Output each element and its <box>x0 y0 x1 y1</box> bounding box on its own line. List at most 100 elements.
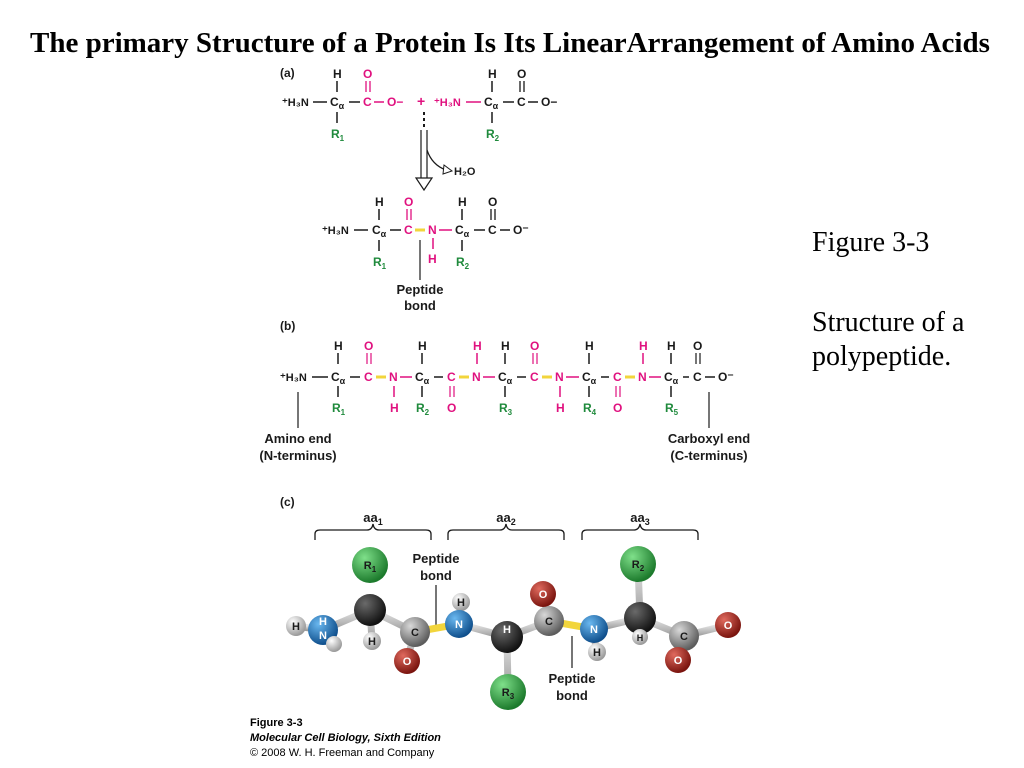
dp-amide-h: H <box>428 252 437 266</box>
water-label: H₂O <box>454 166 476 178</box>
brace-aa3 <box>581 523 699 540</box>
svg-text:N: N <box>455 619 463 631</box>
svg-text:C: C <box>680 631 688 643</box>
brace-aa2 <box>447 523 565 540</box>
svg-text:H: H <box>637 633 644 643</box>
reaction-arrow-icon <box>414 177 434 192</box>
dp-carbonyl-c: C <box>404 223 413 237</box>
peptide-bond-label-c2-2: bond <box>556 688 588 703</box>
b-carbonyl-o-1: O <box>364 339 373 353</box>
c-terminus-label: (C-terminus) <box>670 448 747 463</box>
figure-credit: Figure 3-3 Molecular Cell Biology, Sixth… <box>250 716 441 761</box>
dp-o-minus: O⁻ <box>513 223 529 237</box>
ball-and-stick-model: H HN R1 H C O H N H R3 C O N H R2 H C O … <box>286 546 741 710</box>
b-carbonyl-c-3: C <box>530 370 539 384</box>
dp-amide-n: N <box>428 223 437 237</box>
b-carbonyl-o-4: O <box>613 401 622 415</box>
b-carbonyl-o-2: O <box>447 401 456 415</box>
b-carbonyl-o-3: O <box>530 339 539 353</box>
dp-c-alpha2: Cα <box>455 223 470 239</box>
dp-o-double: O <box>404 195 413 209</box>
a2-c-alpha: Cα <box>484 95 499 111</box>
brace-aa1 <box>314 523 432 540</box>
panel-b-chain: (b) ⁺H₃N <box>280 319 328 384</box>
dp-o-double2: O <box>488 195 497 209</box>
b-r-group-1: R1 <box>332 401 346 417</box>
b-amide-h-1: H <box>390 401 399 415</box>
svg-text:H: H <box>368 636 376 648</box>
carboxyl-end-label: Carboxyl end <box>668 431 750 446</box>
b-amino-group: ⁺H₃N <box>280 372 307 384</box>
svg-text:H: H <box>292 621 300 633</box>
a2-carbonyl-c: C <box>517 95 526 109</box>
b-carbonyl-c-2: C <box>447 370 456 384</box>
peptide-bond-label-c2-1: Peptide <box>549 671 596 686</box>
b-carbonyl-c-1: C <box>364 370 373 384</box>
dp-amino-group: ⁺H₃N <box>322 225 349 237</box>
b-h-4: H <box>585 339 594 353</box>
svg-text:O: O <box>539 589 548 601</box>
a1-h: H <box>333 67 342 81</box>
svg-text:H: H <box>593 647 601 659</box>
panel-b-label: (b) <box>280 319 295 333</box>
a1-carbonyl-c: C <box>363 95 372 109</box>
aa1-label: aa1 <box>363 510 382 527</box>
a1-amino-group: ⁺H₃N <box>282 97 309 109</box>
a2-o-minus: O− <box>541 95 557 109</box>
b-r-group-2: R2 <box>416 401 430 417</box>
footer-copyright: © 2008 W. H. Freeman and Company <box>250 747 435 759</box>
peptide-bond-label-c1-1: Peptide <box>413 551 460 566</box>
dp-r1: R1 <box>373 255 387 271</box>
a2-h: H <box>488 67 497 81</box>
svg-text:O: O <box>724 620 733 632</box>
a1-c-alpha: Cα <box>330 95 345 111</box>
figure-caption-text: Structure of a polypeptide. <box>812 307 965 372</box>
figure-caption-number: Figure 3-3 <box>812 227 930 258</box>
dp-carbonyl-c2: C <box>488 223 497 237</box>
b-amide-n-1: N <box>389 370 398 384</box>
peptide-bond-label-c1-2: bond <box>420 568 452 583</box>
svg-text:C: C <box>411 627 419 639</box>
a1-o-minus: O− <box>387 95 403 109</box>
a2-o-double: O <box>517 67 526 81</box>
b-amide-h-4: H <box>639 339 648 353</box>
svg-text:C: C <box>545 616 553 628</box>
amino-end-label: Amino end <box>264 431 331 446</box>
svg-text:H: H <box>503 624 511 636</box>
svg-text:N: N <box>319 630 327 642</box>
a1-r-group: R1 <box>331 127 345 143</box>
b-r-group-4: R4 <box>583 401 597 417</box>
aa2-label: aa2 <box>496 510 515 527</box>
peptide-bond-label-a-2: bond <box>404 298 436 313</box>
svg-text:N: N <box>590 624 598 636</box>
svg-text:H: H <box>319 616 327 628</box>
a-plus-sign: + <box>417 93 425 109</box>
b-c-alpha-4: Cα <box>582 370 597 386</box>
dp-h1: H <box>375 195 384 209</box>
dp-r2: R2 <box>456 255 470 271</box>
a2-amino-group: ⁺H₃N <box>434 97 461 109</box>
dp-h2: H <box>458 195 467 209</box>
panel-c-label: (c) <box>280 495 295 509</box>
peptide-bond-label-a-1: Peptide <box>397 282 444 297</box>
b-amide-n-2: N <box>472 370 481 384</box>
b-amide-n-4: N <box>638 370 647 384</box>
b-c-alpha-5: Cα <box>664 370 679 386</box>
b-amide-n-3: N <box>555 370 564 384</box>
b-carbonyl-c-4: C <box>613 370 622 384</box>
b-amide-h-2: H <box>473 339 482 353</box>
b-h-2: H <box>418 339 427 353</box>
a1-o-double: O <box>363 67 372 81</box>
b-c-alpha-3: Cα <box>498 370 513 386</box>
slide-title: The primary Structure of a Protein Is It… <box>30 27 990 59</box>
n-terminus-label: (N-terminus) <box>259 448 336 463</box>
svg-text:O: O <box>403 656 412 668</box>
dp-c-alpha1: Cα <box>372 223 387 239</box>
footer-figure-number: Figure 3-3 <box>250 717 303 729</box>
a2-r-group: R2 <box>486 127 500 143</box>
b-r-group-3: R3 <box>499 401 513 417</box>
panel-a-label: (a) <box>280 66 295 80</box>
b-c-alpha-2: Cα <box>415 370 430 386</box>
aa3-label: aa3 <box>630 510 649 527</box>
